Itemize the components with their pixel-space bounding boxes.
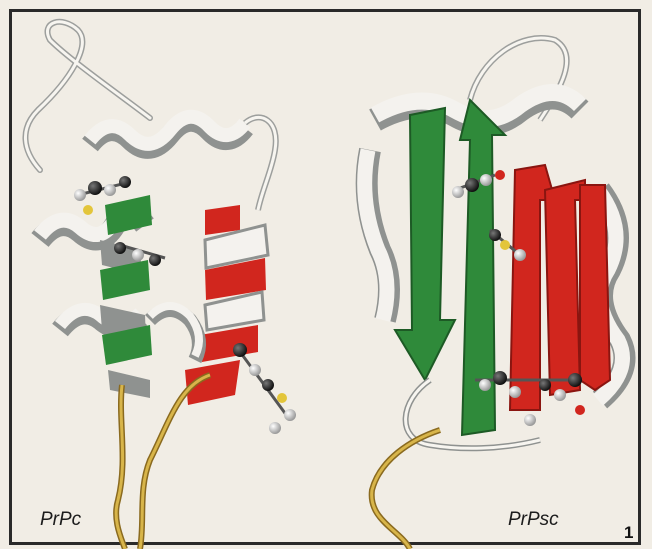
- figure-number: 1: [624, 523, 633, 543]
- prpc-green-helix: [100, 195, 152, 398]
- prpsc-label: PrPsc: [508, 509, 559, 531]
- prpsc-structure: [365, 38, 625, 549]
- prpc-helix-top: [90, 117, 276, 210]
- prpsc-red-strands: [510, 165, 610, 410]
- prpc-structure: [25, 22, 296, 549]
- prpc-label: PrPc: [40, 509, 81, 531]
